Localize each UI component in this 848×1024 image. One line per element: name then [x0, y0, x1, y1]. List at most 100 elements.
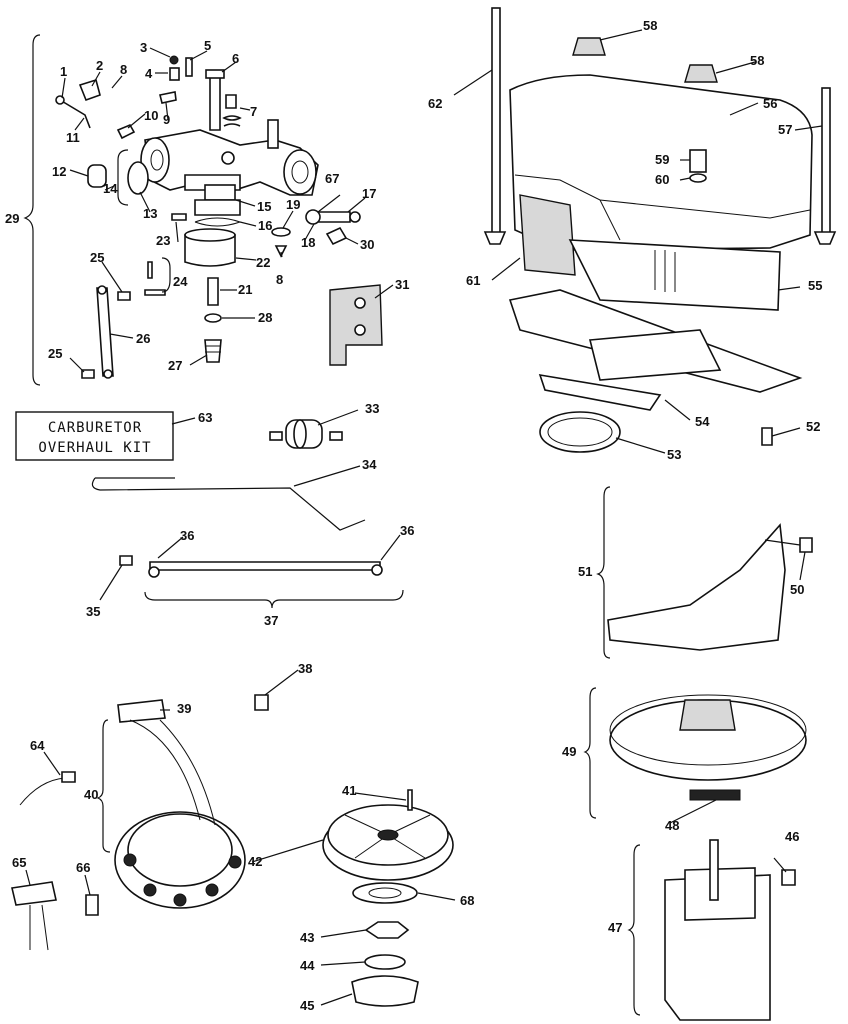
label-18: 18: [301, 235, 315, 250]
part-28: [204, 313, 222, 323]
module-65: [11, 881, 57, 906]
part-23: [171, 213, 187, 221]
label-12: 12: [52, 164, 66, 179]
fuel-filter: [269, 419, 343, 449]
label-41: 41: [342, 783, 356, 798]
label-54: 54: [695, 414, 710, 429]
label-36a: 36: [180, 528, 194, 543]
label-64: 64: [30, 738, 45, 753]
part-31-gasket: [329, 284, 383, 366]
label-66: 66: [76, 860, 90, 875]
part-60: [689, 173, 707, 183]
screw-66: [85, 894, 99, 916]
label-19: 19: [286, 197, 300, 212]
ring-gear-48: [689, 789, 741, 801]
air-cleaner-assembly: [483, 7, 837, 453]
part-15: [194, 199, 241, 216]
label-7: 7: [250, 104, 257, 119]
part-30: [325, 226, 348, 246]
label-53: 53: [667, 447, 681, 462]
label-30: 30: [360, 237, 374, 252]
part-59: [689, 149, 707, 173]
label-17: 17: [362, 186, 376, 201]
nut-43: [364, 921, 410, 939]
part-25a: [117, 291, 131, 301]
bracket-40: [96, 719, 111, 853]
bracket-47: [627, 844, 641, 1016]
label-16: 16: [258, 218, 272, 233]
screw-50: [799, 537, 813, 553]
knob-58a: [572, 37, 606, 56]
kit-line-1: CARBURETOR: [48, 420, 142, 436]
label-22: 22: [256, 255, 270, 270]
bracket-49: [583, 687, 597, 819]
label-65: 65: [12, 855, 26, 870]
kit-line-2: OVERHAUL KIT: [38, 440, 151, 456]
air-cleaner-cover-56: [509, 74, 813, 251]
choke-rod: [91, 477, 366, 531]
part-26-link: [96, 287, 114, 377]
part-13-gasket: [127, 161, 149, 195]
label-25a: 25: [90, 250, 104, 265]
bracket-24: [161, 257, 171, 293]
air-guide-51: [607, 523, 786, 651]
label-38: 38: [298, 661, 312, 676]
stator-40: [114, 719, 246, 909]
part-36a: [148, 566, 160, 578]
label-2: 2: [96, 58, 103, 73]
part-16-spring: [194, 217, 242, 227]
label-46: 46: [785, 829, 799, 844]
part-21: [207, 277, 219, 306]
label-55: 55: [808, 278, 822, 293]
label-43: 43: [300, 930, 314, 945]
label-58a: 58: [643, 18, 657, 33]
label-14: 14: [103, 181, 118, 196]
part-24b: [144, 289, 166, 296]
label-31: 31: [395, 277, 409, 292]
throttle-screw: [59, 99, 91, 129]
label-5: 5: [204, 38, 211, 53]
label-44: 44: [300, 958, 315, 973]
label-11: 11: [66, 130, 80, 145]
label-37: 37: [264, 613, 278, 628]
knob-58b: [684, 64, 718, 83]
wire-64: [19, 777, 66, 806]
part-3: [169, 55, 179, 65]
label-8a: 8: [120, 62, 127, 77]
label-63: 63: [198, 410, 212, 425]
carburetor-body: [140, 119, 319, 201]
label-67: 67: [325, 171, 339, 186]
label-58b: 58: [750, 53, 764, 68]
bracket-14: [117, 149, 129, 206]
bracket-37: [144, 589, 404, 609]
part-10: [116, 123, 136, 140]
label-13: 13: [143, 206, 157, 221]
part-25b: [81, 369, 95, 379]
label-33: 33: [365, 401, 379, 416]
label-51: 51: [578, 564, 592, 579]
label-60: 60: [655, 172, 669, 187]
rod-57: [821, 87, 831, 239]
part-19: [271, 227, 291, 237]
bracket-29: [23, 34, 41, 386]
label-52: 52: [806, 419, 820, 434]
label-39: 39: [177, 701, 191, 716]
clip-39: [117, 699, 166, 723]
part-24a: [147, 261, 153, 279]
label-27: 27: [168, 358, 182, 373]
label-47: 47: [608, 920, 622, 935]
label-48: 48: [665, 818, 679, 833]
screw-46: [781, 869, 796, 886]
part-22-float-bowl: [184, 234, 236, 267]
filter-element-61: [519, 194, 576, 276]
label-25b: 25: [48, 346, 62, 361]
washer-44: [364, 954, 406, 970]
part-number-labels: 1 2 3 4 5 6 7 8 8 9 10 11 12 13 14 15 16…: [5, 18, 822, 1013]
label-40: 40: [84, 787, 98, 802]
label-28: 28: [258, 310, 272, 325]
part-8b: [274, 245, 288, 258]
label-50: 50: [790, 582, 804, 597]
label-62: 62: [428, 96, 442, 111]
part-27: [204, 339, 222, 363]
